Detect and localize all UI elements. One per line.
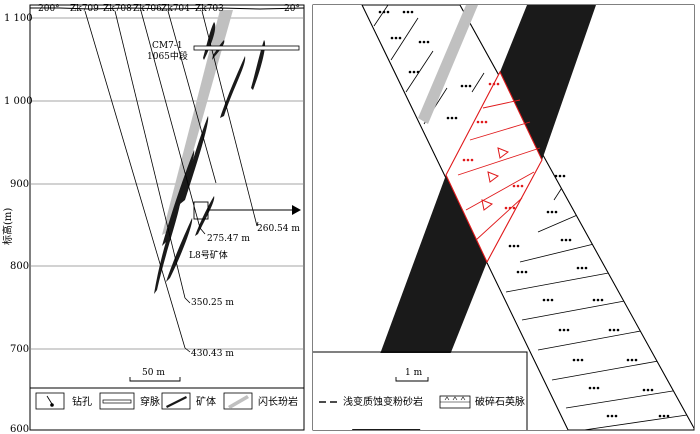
elevation-gridlines xyxy=(30,17,304,350)
leader-350 xyxy=(184,297,191,304)
leader-430 xyxy=(184,347,191,353)
orebody-name-label: L8号矿体 xyxy=(189,249,228,261)
orebody-lens xyxy=(154,200,181,294)
y-tick-1000: 1 000 xyxy=(4,96,33,107)
legend-drillhole: 钻孔 xyxy=(72,395,92,408)
quartz-triangles xyxy=(481,147,510,211)
orebody-lens xyxy=(162,150,195,246)
azimuth-right: 20° xyxy=(284,4,300,14)
orebody-lens xyxy=(166,218,193,282)
leader-260 xyxy=(256,221,259,227)
scale-bar-left: 50 m xyxy=(129,368,181,382)
diorite-porphyry-dike xyxy=(162,10,233,235)
drillhole-label-zk708: Zk708 xyxy=(103,4,132,14)
siltstone-hatching xyxy=(373,5,694,430)
drillhole-label-zk704: Zk704 xyxy=(161,4,190,14)
legend-left: 钻孔 穿脉 矿体 闪长玢岩 xyxy=(29,387,305,431)
diorite-symbol xyxy=(228,395,249,409)
scale-bar-right-label: 1 m xyxy=(405,368,423,378)
orebody-lens xyxy=(203,22,216,60)
depth-label-430: 430.43 m xyxy=(191,349,234,359)
orebody-lens xyxy=(251,40,266,90)
scale-bar-right xyxy=(395,377,429,382)
enlargement-arrowhead xyxy=(292,205,301,215)
legend-siltstone: 浅变质蚀变粉砂岩 xyxy=(343,395,423,408)
drillhole-trace-zk708 xyxy=(114,10,186,299)
siltstone-dots xyxy=(378,10,670,418)
quartz-dots xyxy=(462,82,524,210)
drillhole-label-zk703: Zk703 xyxy=(195,4,224,14)
adit-label: CM7-1 xyxy=(152,41,183,51)
legend-orebody: 矿体 xyxy=(196,395,216,408)
orebody-symbol xyxy=(166,396,187,408)
legend-adit: 穿脉 xyxy=(140,395,160,408)
leader-275 xyxy=(199,227,206,235)
scale-bar-label: 50 m xyxy=(142,368,165,378)
drillhole-trace-zk706 xyxy=(140,10,201,229)
y-tick-900: 900 xyxy=(10,179,29,190)
level-label: 1065中段 xyxy=(147,50,188,62)
orebody-lens xyxy=(220,56,246,118)
diorite-strip xyxy=(418,5,478,124)
right-panel: 1 m 浅变质蚀变粉砂岩 破碎石英脉 xyxy=(312,4,695,431)
depth-label-260: 260.54 m xyxy=(257,224,300,234)
legend-quartz-vein: 破碎石英脉 xyxy=(475,395,525,408)
depth-label-350: 350.25 m xyxy=(191,298,234,308)
legend-diorite: 闪长玢岩 xyxy=(258,395,298,408)
legend-right: 1 m 浅变质蚀变粉砂岩 破碎石英脉 xyxy=(313,351,528,430)
drillhole-label-zk706: Zk706 xyxy=(133,4,162,14)
drillhole-trace-zk709 xyxy=(84,10,186,349)
left-panel: 200° 20° Zk709 Zk708 Zk706 Zk704 Zk703 C… xyxy=(29,4,305,431)
y-tick-800: 800 xyxy=(10,261,29,272)
y-axis-label: 标高(m) xyxy=(1,208,14,245)
y-tick-700: 700 xyxy=(10,344,29,355)
y-axis: 1 100 1 000 900 800 700 600 标高(m) xyxy=(1,13,33,434)
quartz-vein-lines xyxy=(457,99,541,241)
drillhole-trace-zk704 xyxy=(167,10,217,184)
adit-symbol xyxy=(102,399,132,404)
depth-label-275: 275.47 m xyxy=(207,234,250,244)
y-tick-1100: 1 100 xyxy=(4,13,33,24)
drillhole-label-zk709: Zk709 xyxy=(70,4,99,14)
quartz-vein-zone xyxy=(445,70,543,264)
drillhole-symbol xyxy=(46,395,53,405)
azimuth-left: 200° xyxy=(38,4,60,14)
y-tick-600: 600 xyxy=(10,424,29,434)
topographic-line xyxy=(30,7,305,10)
adit-cm7-1 xyxy=(193,45,300,51)
